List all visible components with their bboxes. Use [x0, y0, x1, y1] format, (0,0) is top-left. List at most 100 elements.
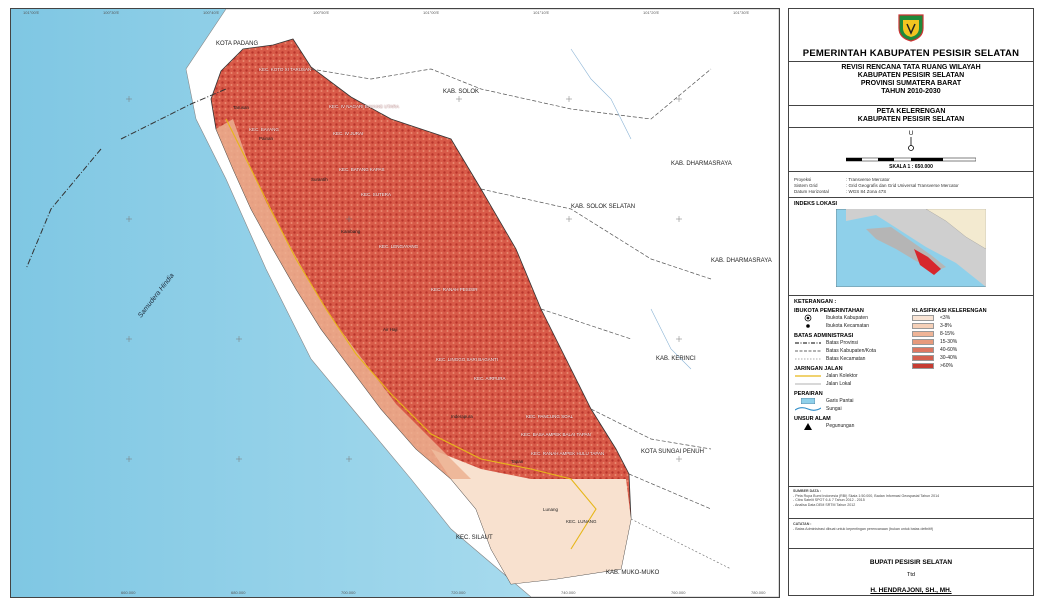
coastal-band [216, 119, 471, 479]
top-tick: 101°00'E [23, 10, 40, 15]
district-label: KEC. IV JURAI [333, 131, 364, 136]
proj-value: : WGS 84 Zona 47S [846, 189, 887, 194]
district-boundary [630, 518, 732, 570]
signature-block: BUPATI PESISIR SELATAN Ttd H. HENDRAJONI… [789, 549, 1033, 594]
map-frame: KOTA PADANG KAB. SOLOK KAB. DHARMASRAYA … [10, 8, 780, 598]
legend-row: Batas Kabupaten/Kota [795, 348, 877, 354]
town-label: Tarusan [233, 105, 250, 110]
top-tick: 101°10'E [533, 10, 550, 15]
regency-emblem-icon [898, 14, 924, 42]
scale-bar [846, 157, 976, 162]
bottom-tick: 680.000 [231, 590, 246, 595]
river [570, 48, 692, 370]
section-title: KLASIFIKASI KELERENGAN [912, 308, 987, 314]
town-label: Surantih [311, 177, 328, 182]
legend-row: Ibukota Kabupaten [794, 314, 912, 322]
title-line: REVISI RENCANA TATA RUANG WILAYAH [841, 64, 981, 71]
north-label: U [908, 131, 914, 137]
bottom-tick: 700.000 [341, 590, 356, 595]
lowland-area [431, 449, 631, 584]
title-line: TAHUN 2010-2030 [881, 88, 941, 95]
index-block: INDEKS LOKASI [789, 198, 1033, 296]
government-title: PEMERINTAH KABUPATEN PESISIR SELATAN [789, 48, 1033, 62]
region-label: KOTA SUNGAI PENUH [641, 449, 704, 455]
province-boundary [25, 88, 227, 270]
legend-row: Batas Provinsi [795, 340, 858, 346]
map-title-block: PETA KELERENGAN KABUPATEN PESISIR SELATA… [789, 106, 1033, 128]
map-canvas[interactable] [11, 9, 779, 597]
district-label: KEC. KOTO XI TARUSAN [259, 67, 312, 72]
note-line: - Batas Administrasi dibuat untuk kepent… [793, 526, 934, 531]
slope-class-row: 8-15% [912, 330, 1028, 338]
source-line: - Peta Rupa Bumi Indonesia (RBI) Skala 1… [793, 493, 940, 498]
section-title: BATAS ADMINISTRASI [794, 333, 854, 339]
top-tick: 101°20'E [643, 10, 660, 15]
region-label: KOTA PADANG [216, 41, 259, 47]
source-line: - Citra Satelit SPOT 6 & 7 Tahun 2012 - … [793, 498, 865, 503]
location-index-map[interactable] [836, 209, 986, 287]
keterangan-block: KETERANGAN : IBUKOTA PEMERINTAHAN Ibukot… [789, 296, 1033, 487]
top-tick: 100°40'E [203, 10, 220, 15]
bupati-title: BUPATI PESISIR SELATAN [869, 559, 953, 566]
slope-class-row: <3% [912, 314, 1028, 322]
town-label: Air Haji [383, 327, 398, 332]
regency-boundary [310, 68, 712, 510]
signer-name: H. HENDRAJONI, SH., MH. [870, 587, 952, 594]
town-label: Kambang [341, 229, 361, 234]
region-label: KAB. MUKO-MUKO [606, 570, 660, 576]
proj-key: Proyeksi [794, 177, 812, 182]
district-label: KEC. RANAH AMPEK HULU TAPAN [531, 451, 605, 456]
title-line: PROVINSI SUMATERA BARAT [860, 80, 962, 87]
grid-crosses [126, 96, 682, 462]
district-label: KEC. LUNANG [566, 519, 597, 524]
slope-class-row: 3-8% [912, 322, 1028, 330]
keterangan-title: KETERANGAN : [794, 299, 837, 305]
section-title: IBUKOTA PEMERINTAHAN [794, 308, 864, 314]
district-label: KEC. PANCUNG SOAL [526, 414, 574, 419]
section-title: PERAIRAN [794, 391, 823, 397]
town-label: Painan [259, 136, 274, 141]
proj-value: : Transverse Mercator [846, 177, 890, 182]
legend-row: Jalan Lokal [795, 381, 852, 387]
collector-road [225, 118, 597, 550]
coastline-icon [794, 398, 822, 404]
district-label: KEC. SUTERA [361, 192, 392, 197]
top-tick: 101°30'E [733, 10, 750, 15]
top-tick: 100°30'E [103, 10, 120, 15]
legend-row: Ibukota Kecamatan [794, 322, 912, 330]
mountain-icon [794, 422, 822, 430]
region-label: KAB. KERINCI [656, 356, 696, 362]
district-label: KEC. BAYANG [249, 127, 279, 132]
note-title: CATATAN : [793, 522, 812, 526]
slope-class-row: 40-60% [912, 346, 1028, 354]
bottom-tick: 740.000 [561, 590, 576, 595]
legend-row: Batas Kecamatan [795, 356, 866, 362]
bottom-tick: 660.000 [121, 590, 136, 595]
header-block: PEMERINTAH KABUPATEN PESISIR SELATAN REV… [789, 9, 1033, 106]
section-title: JARINGAN JALAN [794, 366, 843, 372]
district-label: KEC. BATANG KAPAS [339, 167, 385, 172]
top-tick: 100°50'E [313, 10, 330, 15]
legend-panel: PEMERINTAH KABUPATEN PESISIR SELATAN REV… [788, 8, 1034, 596]
district-label: KEC. BASA AMPEK BALAI TAPAN [521, 432, 591, 437]
map-title: PETA KELERENGAN [876, 108, 946, 115]
index-title: INDEKS LOKASI [794, 201, 838, 207]
source-block: SUMBER DATA : - Peta Rupa Bumi Indonesia… [789, 487, 1033, 519]
legend-row: Sungai [794, 405, 912, 413]
region-label: KAB. DHARMASRAYA [671, 161, 732, 167]
bottom-tick: 780.000 [751, 590, 766, 595]
legend-row: Jalan Kolektor [795, 373, 858, 379]
scale-text: SKALA 1 : 650.000 [889, 164, 933, 170]
slope-class-row: >60% [912, 362, 1028, 370]
slope-class-row: 30-40% [912, 354, 1028, 362]
district-label: KEC. AIRPURA [474, 376, 506, 381]
top-tick: 101°00'E [423, 10, 440, 15]
bottom-tick: 760.000 [671, 590, 686, 595]
town-label: Lunang [543, 507, 559, 512]
projection-block: Proyeksi: Transverse Mercator Sistem Gri… [789, 172, 1033, 198]
bottom-tick: 720.000 [451, 590, 466, 595]
source-title: SUMBER DATA : [793, 489, 822, 493]
title-line: KABUPATEN PESISIR SELATAN [857, 72, 965, 79]
district-capital-icon [794, 322, 822, 330]
slope-class-row: 15-30% [912, 338, 1028, 346]
